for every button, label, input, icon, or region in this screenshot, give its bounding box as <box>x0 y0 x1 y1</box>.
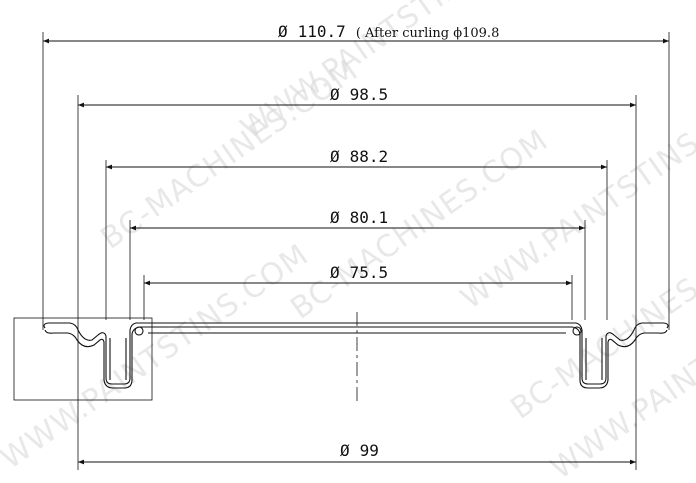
watermark-text: WWW.PAINTSTINS.COM <box>0 237 315 476</box>
dim-label-98-5: Ø 98.5 <box>330 85 388 104</box>
dim-label-99: Ø 99 <box>340 441 379 460</box>
dimension-lines <box>43 38 669 465</box>
dim-label-110-7: Ø 110.7 ( After curling ϕ109.8 <box>278 22 499 41</box>
dimension-labels: Ø 110.7 ( After curling ϕ109.8 Ø 98.5 Ø … <box>278 22 499 460</box>
watermark-text: WWW.PAINTSTINS.COM <box>455 77 696 316</box>
lid-profile <box>43 322 669 389</box>
dim-label-80-1: Ø 80.1 <box>330 208 388 227</box>
dim-label-88-2: Ø 88.2 <box>330 147 388 166</box>
extension-lines <box>42 32 670 470</box>
detail-box <box>13 317 153 401</box>
dim-label-75-5: Ø 75.5 <box>330 263 388 282</box>
watermark-text: BC-MACHINES.COM <box>285 123 555 327</box>
